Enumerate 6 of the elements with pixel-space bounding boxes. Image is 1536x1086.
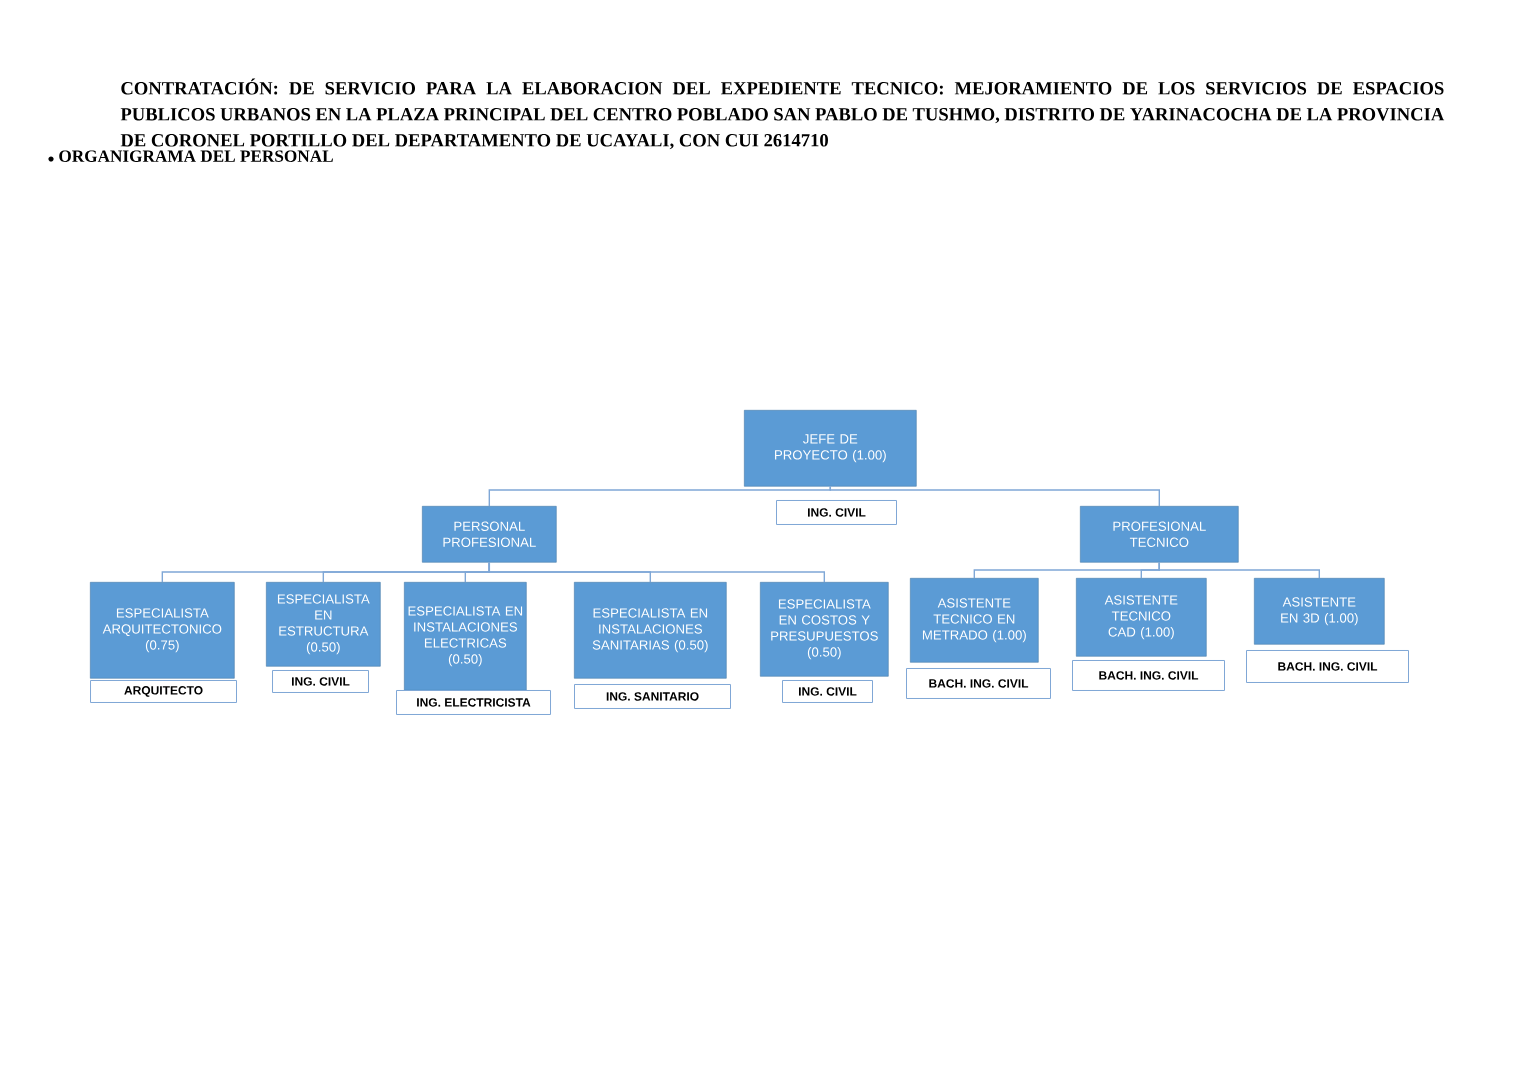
title: CONTRATACIÓN: DE SERVICIO PARA LA ELABORACION DEL EXPEDIENTE TECNICO: MEJORAMIENTO DE LOS SERVICIOS DE ESPACIOS PUBLICOS URBANOS EN LA PLAZA PRINCIPAL DEL CENTRO POBLADO SAN PABLO DE TUSHMO, DISTRITO DE YARINACOCHA DE LA PROVINCIA DE CORONEL PORTILLO DEL DEPARTAMENTO DE UCAYALI, CON CUI 2614710 — [120, 78, 1445, 150]
connector-line — [488, 561, 825, 583]
connector-line — [488, 485, 831, 507]
section-heading: ORGANIGRAMA DEL PERSONAL — [59, 150, 333, 162]
connector-line — [829, 485, 1160, 507]
connector-line — [1158, 561, 1320, 579]
